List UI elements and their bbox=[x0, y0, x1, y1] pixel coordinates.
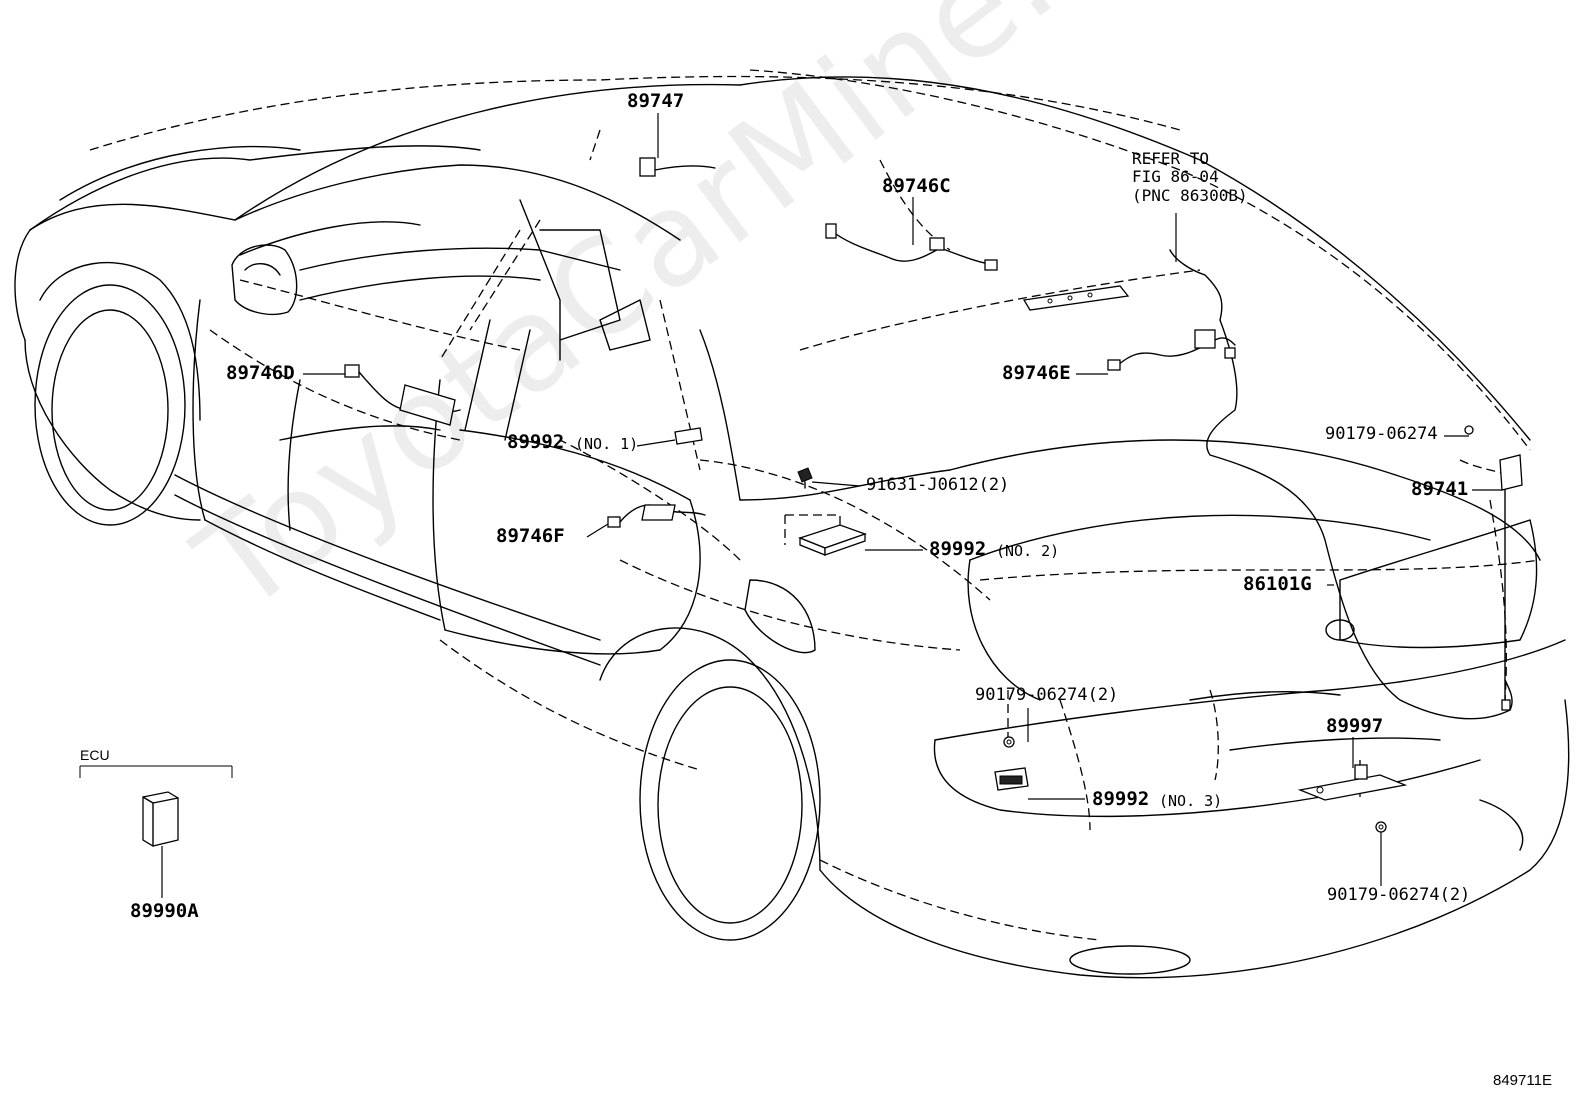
label-86101g: 86101G bbox=[1243, 573, 1312, 595]
label-89747: 89747 bbox=[627, 90, 685, 112]
car-body bbox=[14, 76, 1570, 979]
part-89741-shape bbox=[1499, 454, 1523, 701]
antenna-assembly bbox=[1022, 285, 1130, 311]
refer-note-line-2: FIG 86-04 bbox=[1132, 167, 1219, 187]
leader-lines bbox=[161, 113, 1502, 898]
part-89992-no3-shape bbox=[994, 767, 1029, 791]
part-89992-no1-shape bbox=[674, 427, 703, 445]
note-89992-no1: (NO. 1) bbox=[575, 435, 639, 453]
label-89746c: 89746C bbox=[882, 175, 951, 197]
refer-note-line-1: REFER TO bbox=[1132, 149, 1210, 168]
label-90179-top: 90179-06274 bbox=[1325, 424, 1438, 444]
label-90179-middle: 90179-06274(2) bbox=[975, 685, 1119, 705]
part-89746c-shape bbox=[825, 223, 998, 271]
label-89992-no3: 89992 bbox=[1092, 788, 1150, 810]
part-89990a-ecu-shape bbox=[79, 765, 233, 847]
note-89992-no2: (NO. 2) bbox=[996, 542, 1060, 560]
part-90179-nut-a bbox=[1464, 425, 1474, 435]
part-89746f-shape bbox=[607, 504, 706, 528]
part-89997-shape bbox=[1297, 764, 1408, 801]
label-89746d: 89746D bbox=[226, 362, 295, 384]
part-90179-nut-c bbox=[1375, 821, 1387, 833]
part-91631-shape bbox=[797, 467, 813, 489]
part-89992-no2-shape bbox=[798, 524, 867, 556]
harness-86101g bbox=[1169, 249, 1513, 720]
label-89992-no2: 89992 bbox=[929, 538, 987, 560]
part-89747-shape bbox=[639, 157, 716, 177]
label-89741: 89741 bbox=[1411, 478, 1469, 500]
label-89992-no1: 89992 bbox=[507, 431, 565, 453]
refer-note: REFER TO FIG 86-04 (PNC 86300B) bbox=[1132, 149, 1248, 205]
part-90179-nut-b bbox=[1003, 736, 1015, 748]
figure-id: 849711E bbox=[1493, 1072, 1552, 1089]
label-89997: 89997 bbox=[1326, 715, 1384, 737]
label-89990a: 89990A bbox=[130, 900, 199, 922]
label-89746e: 89746E bbox=[1002, 362, 1071, 384]
part-89746d-shape bbox=[344, 364, 461, 426]
refer-note-line-3: (PNC 86300B) bbox=[1132, 185, 1248, 205]
note-89992-no3: (NO. 3) bbox=[1159, 792, 1223, 810]
label-91631: 91631-J0612(2) bbox=[866, 475, 1010, 495]
ecu-group-label: ECU bbox=[80, 747, 110, 763]
label-89746f: 89746F bbox=[496, 525, 565, 547]
label-90179-bottom: 90179-06274(2) bbox=[1327, 885, 1471, 905]
part-89746e-shape bbox=[1107, 329, 1236, 371]
